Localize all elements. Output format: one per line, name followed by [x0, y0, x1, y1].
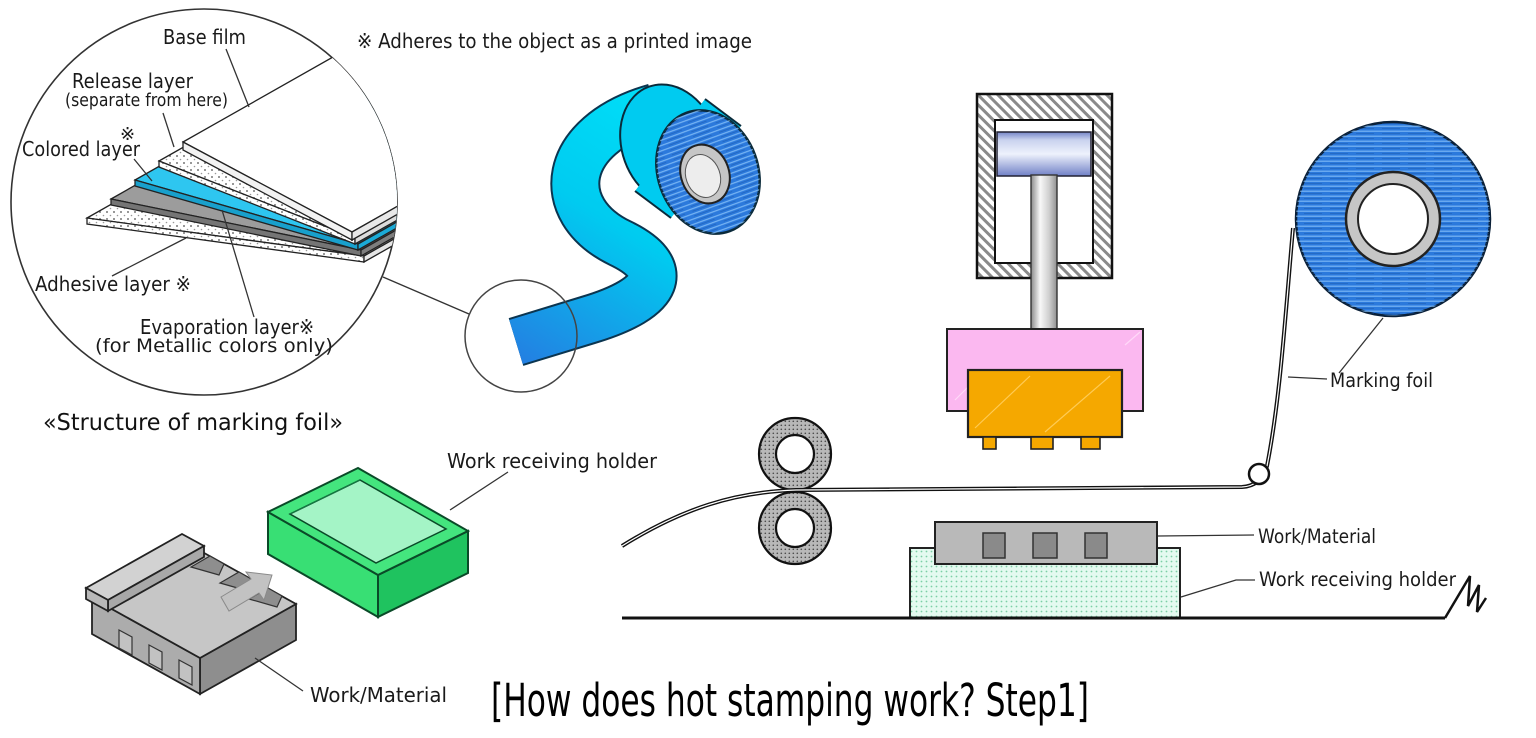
green-holder — [265, 466, 471, 619]
placement-arrow — [220, 571, 273, 612]
foil-web — [620, 227, 1295, 548]
magnifier-circle — [464, 279, 578, 393]
release-layer-sublabel: (separate from here) — [65, 91, 228, 111]
base-film-label: Base film — [163, 25, 246, 49]
work-material-block — [934, 521, 1158, 565]
work-holder-left-label: Work receiving holder — [447, 449, 658, 473]
placement-diagram: Work receiving holder Work/Material — [84, 449, 658, 707]
work-material-right-label: Work/Material — [1258, 525, 1376, 548]
piston-rod — [1030, 174, 1058, 331]
structure-detail-section: Base film Release layer (separate from h… — [10, 8, 470, 436]
structure-caption: «Structure of marking foil» — [43, 408, 343, 436]
press-stage: Work/Material Work receiving holder — [622, 521, 1488, 620]
detail-link-line — [382, 276, 470, 315]
tape-roll-illustration — [464, 83, 761, 393]
gray-work-block — [84, 532, 298, 696]
tape-roll-face — [655, 109, 761, 235]
base-film-sheet — [181, 39, 397, 242]
work-holder-right-label: Work receiving holder — [1259, 568, 1457, 591]
stage-leaders — [1157, 534, 1255, 598]
work-material-left-label: Work/Material — [310, 683, 447, 707]
evaporation-layer-sublabel: (for Metallic colors only) — [95, 335, 333, 357]
notches — [189, 555, 283, 608]
marking-foil-label: Marking foil — [1330, 369, 1433, 392]
detail-leader-lines — [111, 48, 255, 318]
guide-roller — [1247, 462, 1271, 486]
front-squares — [118, 628, 193, 687]
reference-mark: ※ — [120, 124, 135, 145]
piston-head — [996, 131, 1092, 177]
press-machine — [946, 92, 1144, 450]
adheres-note: ※ Adheres to the object as a printed ima… — [357, 29, 752, 53]
evaporation-layer-label: Evaporation layer※ — [140, 315, 314, 339]
colored-layer-label: Colored layer — [22, 137, 141, 161]
stamping-die — [966, 368, 1124, 450]
release-layer-label: Release layer — [72, 69, 194, 93]
marking-foil-roll: Marking foil — [1287, 120, 1492, 392]
adhesive-layer-label: Adhesive layer ※ — [35, 272, 191, 296]
marking-foil-leaders — [1287, 317, 1384, 380]
page-title: [How does hot stamping work? Step1] — [491, 674, 1089, 727]
break-mark — [1443, 575, 1488, 619]
feed-rollers — [757, 416, 833, 566]
foil-layer-stack — [85, 39, 397, 264]
placement-leaders — [254, 471, 509, 692]
tape-ribbon — [509, 85, 676, 364]
